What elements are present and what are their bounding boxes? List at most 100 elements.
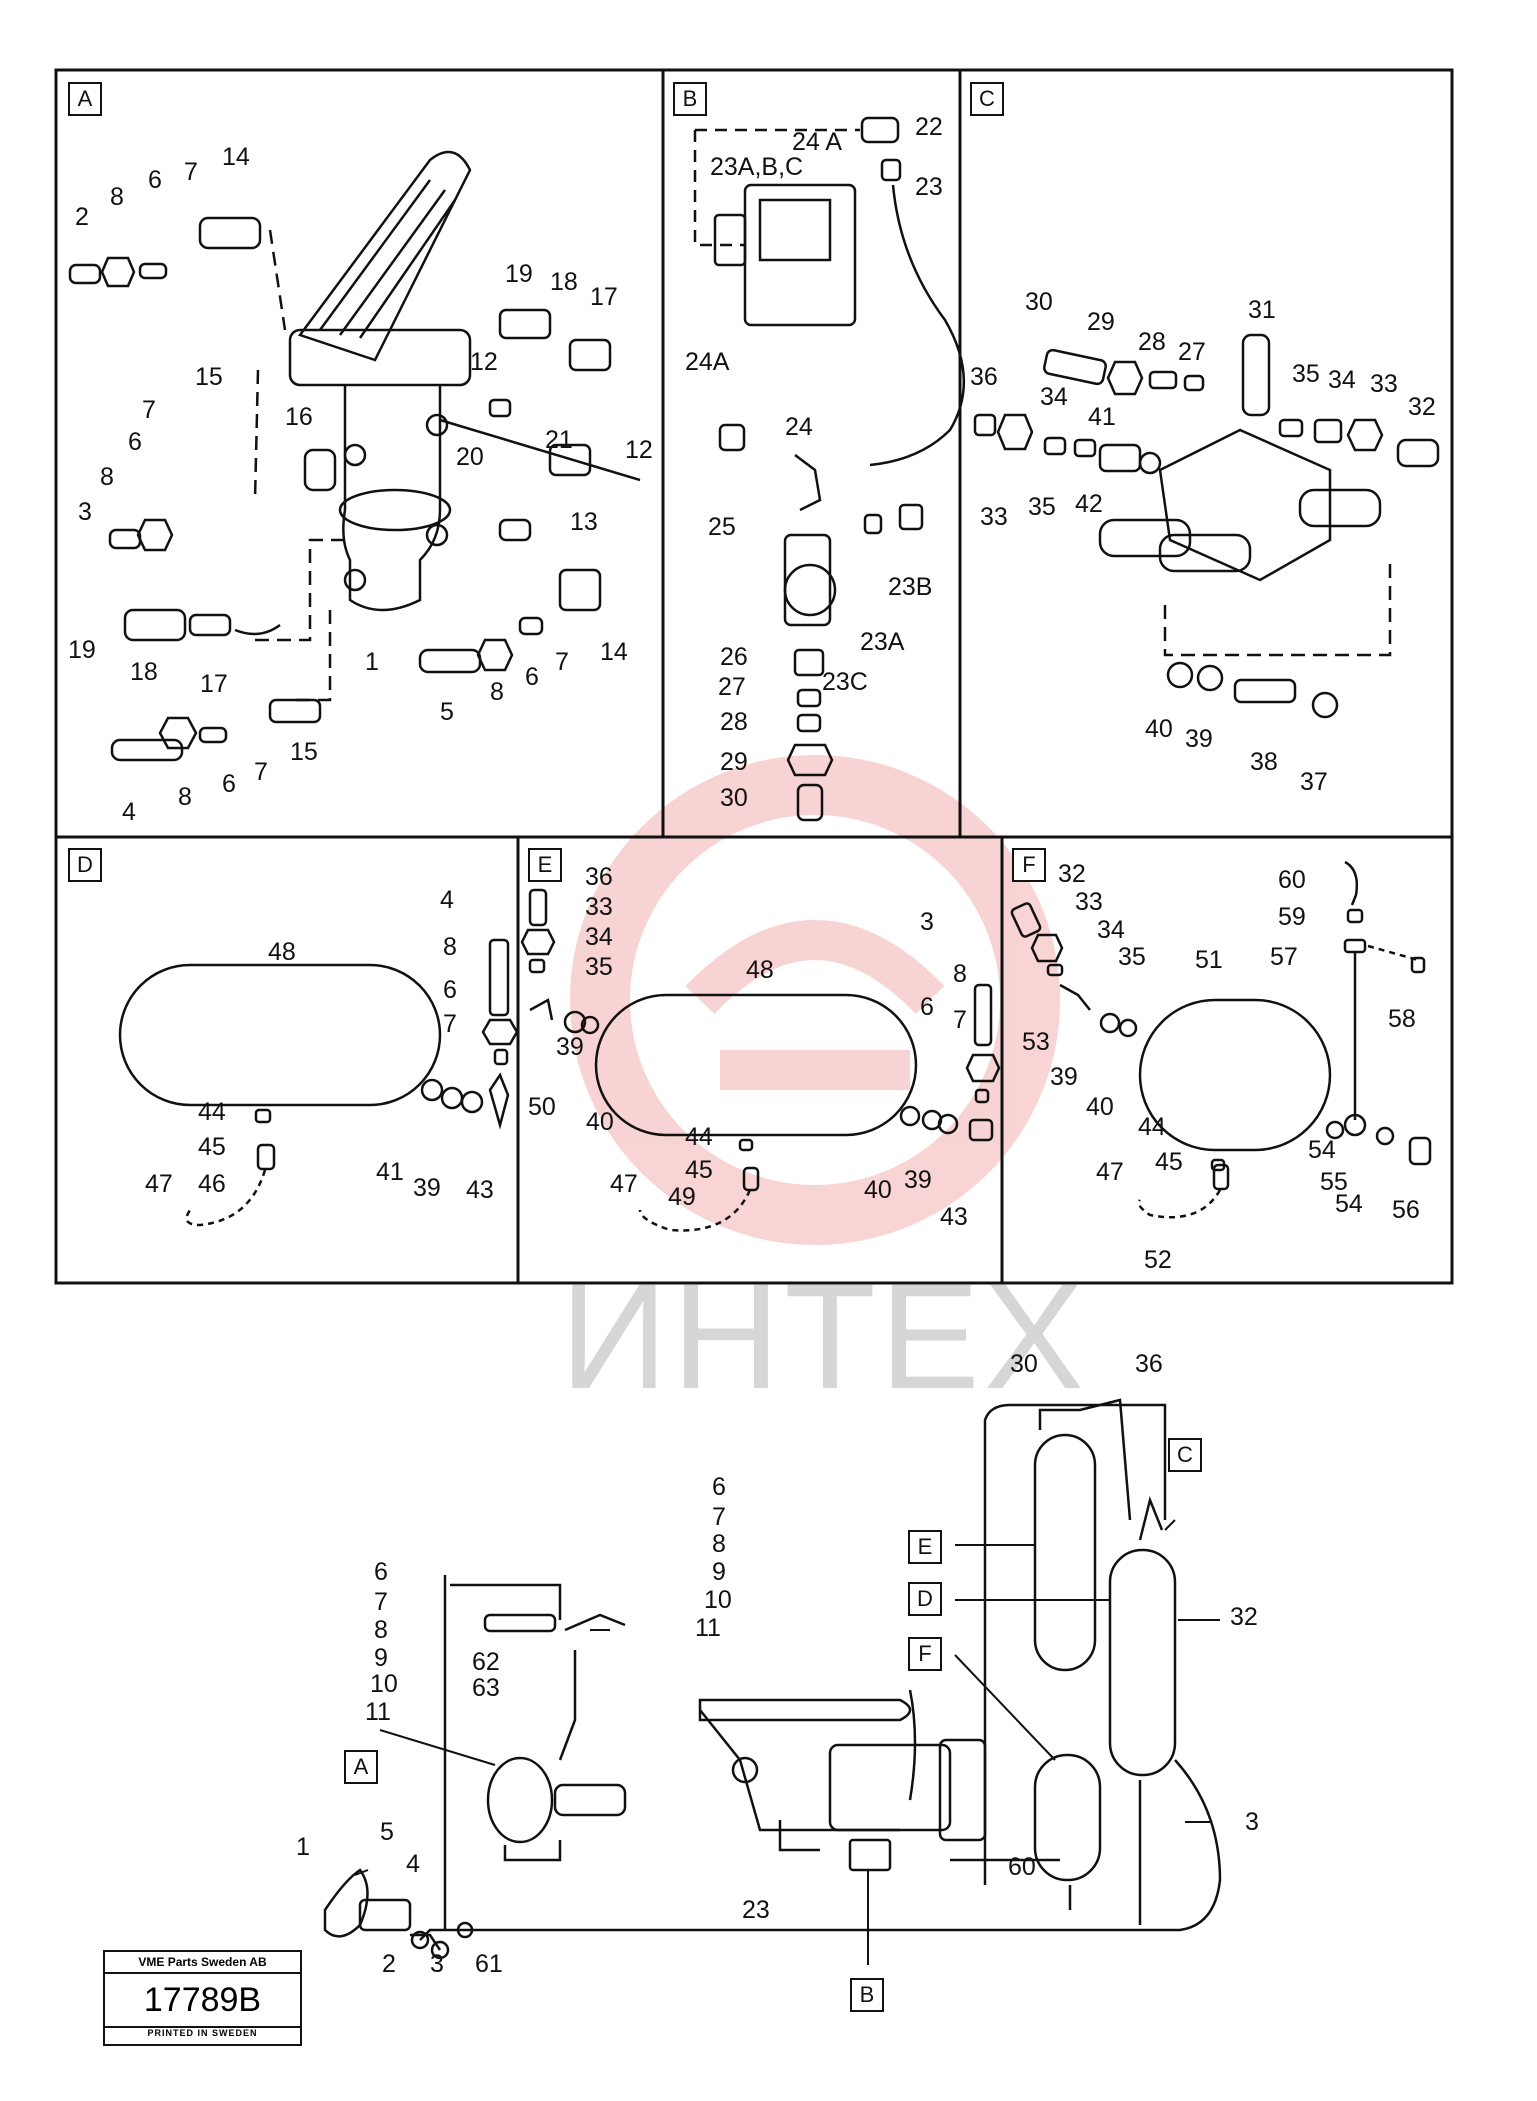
overview-callout-2: 6 bbox=[712, 1473, 726, 1501]
callout-e-8: 7 bbox=[953, 1006, 967, 1034]
panel-tag-d: D bbox=[68, 848, 102, 882]
overview-callout-20: 1 bbox=[296, 1833, 310, 1861]
callout-f-11: 40 bbox=[1086, 1093, 1114, 1121]
callout-f-17: 55 bbox=[1320, 1168, 1348, 1196]
callout-c-15: 40 bbox=[1145, 715, 1173, 743]
callout-c-2: 28 bbox=[1138, 328, 1166, 356]
overview-callout-14: 62 bbox=[472, 1648, 500, 1676]
overview-callout-16: 32 bbox=[1230, 1603, 1258, 1631]
callout-d-9: 41 bbox=[376, 1158, 404, 1186]
callout-f-3: 35 bbox=[1118, 943, 1146, 971]
callout-e-12: 44 bbox=[685, 1123, 713, 1151]
callout-d-0: 48 bbox=[268, 938, 296, 966]
company-name: VME Parts Sweden AB bbox=[105, 1952, 300, 1974]
callout-c-17: 38 bbox=[1250, 748, 1278, 776]
callout-a-11: 8 bbox=[100, 463, 114, 491]
callout-a-18: 13 bbox=[570, 508, 598, 536]
callout-f-5: 59 bbox=[1278, 903, 1306, 931]
callout-c-16: 39 bbox=[1185, 725, 1213, 753]
callout-b-1: 22 bbox=[915, 113, 943, 141]
callout-d-4: 7 bbox=[443, 1010, 457, 1038]
callout-d-2: 8 bbox=[443, 933, 457, 961]
drawing-number: 17789B bbox=[105, 1974, 300, 2028]
callout-a-19: 19 bbox=[68, 636, 96, 664]
callout-a-15: 21 bbox=[545, 426, 573, 454]
callout-b-4: 24A bbox=[685, 348, 730, 376]
callout-f-1: 33 bbox=[1075, 888, 1103, 916]
callout-a-7: 17 bbox=[590, 283, 618, 311]
callout-f-10: 39 bbox=[1050, 1063, 1078, 1091]
overview-ref-tag-f: F bbox=[908, 1637, 942, 1671]
callout-a-9: 7 bbox=[142, 396, 156, 424]
callout-a-0: 2 bbox=[75, 203, 89, 231]
callout-a-1: 8 bbox=[110, 183, 124, 211]
callout-c-8: 33 bbox=[1370, 370, 1398, 398]
callout-b-14: 30 bbox=[720, 784, 748, 812]
callout-a-30: 6 bbox=[222, 770, 236, 798]
overview-callout-24: 3 bbox=[430, 1950, 444, 1978]
overview-callout-7: 11 bbox=[695, 1614, 721, 1642]
callout-a-23: 14 bbox=[600, 638, 628, 666]
callout-a-8: 15 bbox=[195, 363, 223, 391]
watermark-text: ИНТЕХ bbox=[560, 1252, 1088, 1420]
callout-b-8: 23A bbox=[860, 628, 905, 656]
callout-f-13: 45 bbox=[1155, 1148, 1183, 1176]
callout-e-18: 43 bbox=[940, 1203, 968, 1231]
callout-f-4: 60 bbox=[1278, 866, 1306, 894]
callout-d-1: 4 bbox=[440, 886, 454, 914]
callout-c-9: 32 bbox=[1408, 393, 1436, 421]
callout-c-11: 41 bbox=[1088, 403, 1116, 431]
callout-e-4: 48 bbox=[746, 956, 774, 984]
callout-b-3: 23 bbox=[915, 173, 943, 201]
panel-c-artwork bbox=[973, 333, 1440, 719]
overview-callout-15: 63 bbox=[472, 1674, 500, 1702]
callout-c-4: 31 bbox=[1248, 296, 1276, 324]
callout-b-0: 24 A bbox=[792, 128, 843, 156]
callout-e-15: 49 bbox=[668, 1183, 696, 1211]
callout-f-19: 56 bbox=[1392, 1196, 1420, 1224]
overview-ref-tag-d: D bbox=[908, 1582, 942, 1616]
overview-callout-17: 3 bbox=[1245, 1808, 1259, 1836]
panel-tag-c: C bbox=[970, 82, 1004, 116]
callout-a-29: 8 bbox=[178, 783, 192, 811]
callout-f-9: 53 bbox=[1022, 1028, 1050, 1056]
callout-f-8: 58 bbox=[1388, 1005, 1416, 1033]
overview-artwork bbox=[323, 1398, 1222, 1960]
panel-frames bbox=[54, 68, 1454, 1285]
overview-ref-tag-a: A bbox=[344, 1750, 378, 1784]
overview-callout-8: 6 bbox=[374, 1558, 388, 1586]
callout-f-14: 47 bbox=[1096, 1158, 1124, 1186]
callout-f-7: 51 bbox=[1195, 946, 1223, 974]
callout-c-3: 27 bbox=[1178, 338, 1206, 366]
callout-e-9: 50 bbox=[528, 1093, 556, 1121]
callout-b-13: 29 bbox=[720, 748, 748, 776]
callout-b-10: 23C bbox=[822, 668, 868, 696]
callout-e-16: 40 bbox=[864, 1176, 892, 1204]
callout-a-21: 17 bbox=[200, 670, 228, 698]
overview-callout-6: 10 bbox=[704, 1586, 732, 1614]
panel-tag-b: B bbox=[673, 82, 707, 116]
callout-a-22: 1 bbox=[365, 648, 379, 676]
callout-b-9: 26 bbox=[720, 643, 748, 671]
overview-callout-12: 10 bbox=[370, 1670, 398, 1698]
callout-a-32: 15 bbox=[290, 738, 318, 766]
overview-callout-23: 2 bbox=[382, 1950, 396, 1978]
panel-tag-e: E bbox=[528, 848, 562, 882]
callout-b-5: 24 bbox=[785, 413, 813, 441]
callout-a-31: 7 bbox=[254, 758, 268, 786]
callout-d-7: 47 bbox=[145, 1170, 173, 1198]
overview-callout-21: 5 bbox=[380, 1818, 394, 1846]
callout-f-2: 34 bbox=[1097, 916, 1125, 944]
watermark-logo bbox=[570, 755, 1060, 1245]
callout-b-12: 28 bbox=[720, 708, 748, 736]
overview-callout-4: 8 bbox=[712, 1530, 726, 1558]
callout-b-6: 25 bbox=[708, 513, 736, 541]
callout-e-2: 34 bbox=[585, 923, 613, 951]
title-stamp: VME Parts Sweden AB 17789B PRINTED IN SW… bbox=[103, 1950, 302, 2046]
callout-a-10: 6 bbox=[128, 428, 142, 456]
callout-f-15: 52 bbox=[1144, 1246, 1172, 1274]
callout-c-14: 42 bbox=[1075, 490, 1103, 518]
callout-b-2: 23A,B,C bbox=[710, 153, 804, 181]
